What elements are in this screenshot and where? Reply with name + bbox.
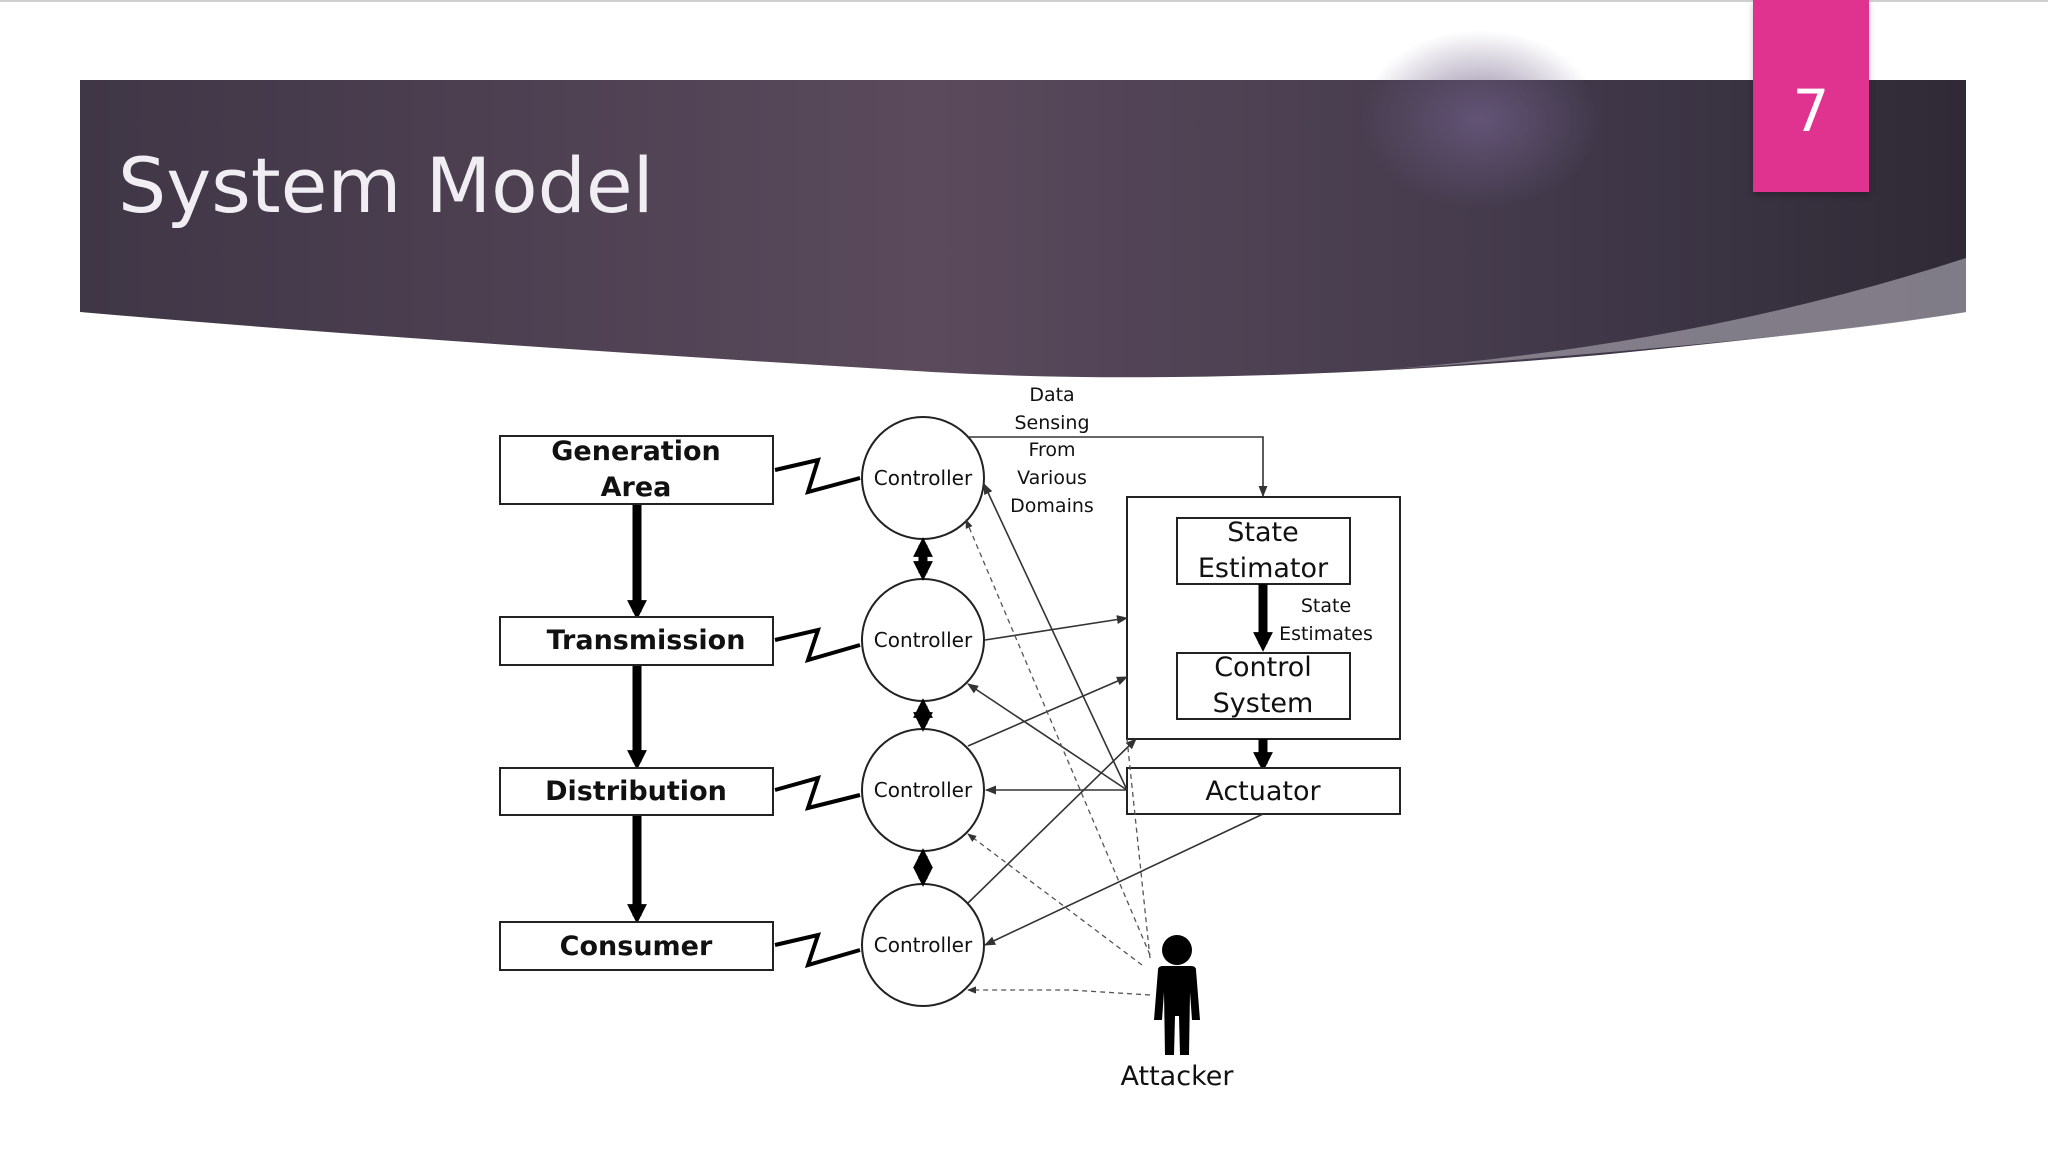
page-number-badge: 7 bbox=[1753, 0, 1869, 192]
svg-text:Various: Various bbox=[1017, 467, 1087, 489]
svg-text:Actuator: Actuator bbox=[1205, 776, 1321, 807]
svg-text:Estimator: Estimator bbox=[1198, 553, 1329, 584]
grid-label-line: Generation bbox=[551, 436, 720, 467]
svg-text:Sensing: Sensing bbox=[1014, 412, 1089, 434]
svg-text:System: System bbox=[1213, 688, 1314, 719]
controller-label: Controller bbox=[874, 778, 973, 802]
svg-text:From: From bbox=[1028, 439, 1075, 461]
svg-text:State: State bbox=[1227, 517, 1298, 548]
data-sensing-path bbox=[968, 436, 1268, 498]
attack-paths bbox=[965, 519, 1151, 996]
grid-label-line: Consumer bbox=[560, 931, 713, 962]
controller-2: Controller bbox=[861, 578, 985, 702]
svg-text:Domains: Domains bbox=[1010, 495, 1094, 517]
grid-label-line: Distribution bbox=[545, 776, 727, 807]
controller-label: Controller bbox=[874, 628, 973, 652]
grid-element-consumer: Consumer bbox=[499, 921, 774, 971]
controller-label: Controller bbox=[874, 933, 973, 957]
person-icon bbox=[1154, 935, 1200, 1055]
svg-text:Data: Data bbox=[1029, 384, 1074, 406]
svg-text:Control: Control bbox=[1214, 652, 1312, 683]
controller-1: Controller bbox=[861, 416, 985, 540]
grid-element-generation-area: Generation Area bbox=[499, 435, 774, 505]
attacker-label: Attacker bbox=[1121, 1061, 1235, 1092]
page-number: 7 bbox=[1792, 77, 1830, 145]
svg-text:State: State bbox=[1301, 595, 1351, 617]
grid-label-line: Transmission bbox=[547, 625, 746, 656]
actuator-box: Actuator bbox=[1126, 767, 1401, 815]
controller-3: Controller bbox=[861, 728, 985, 852]
wireless-links bbox=[774, 457, 861, 968]
slide-title: System Model bbox=[118, 141, 654, 230]
grid-label-line: Area bbox=[601, 472, 672, 503]
control-system-box: Control System bbox=[1176, 652, 1351, 720]
control-connectors bbox=[967, 482, 1264, 946]
svg-text:Estimates: Estimates bbox=[1279, 623, 1373, 645]
grid-element-transmission: Transmission bbox=[499, 616, 774, 666]
state-estimates-label: State Estimates bbox=[1279, 595, 1373, 645]
controller-label: Controller bbox=[874, 466, 973, 490]
data-sensing-label: Data Sensing From Various Domains bbox=[1010, 384, 1094, 517]
grid-element-distribution: Distribution bbox=[499, 767, 774, 816]
controller-4: Controller bbox=[861, 883, 985, 1007]
state-estimator-box: State Estimator bbox=[1176, 517, 1351, 585]
